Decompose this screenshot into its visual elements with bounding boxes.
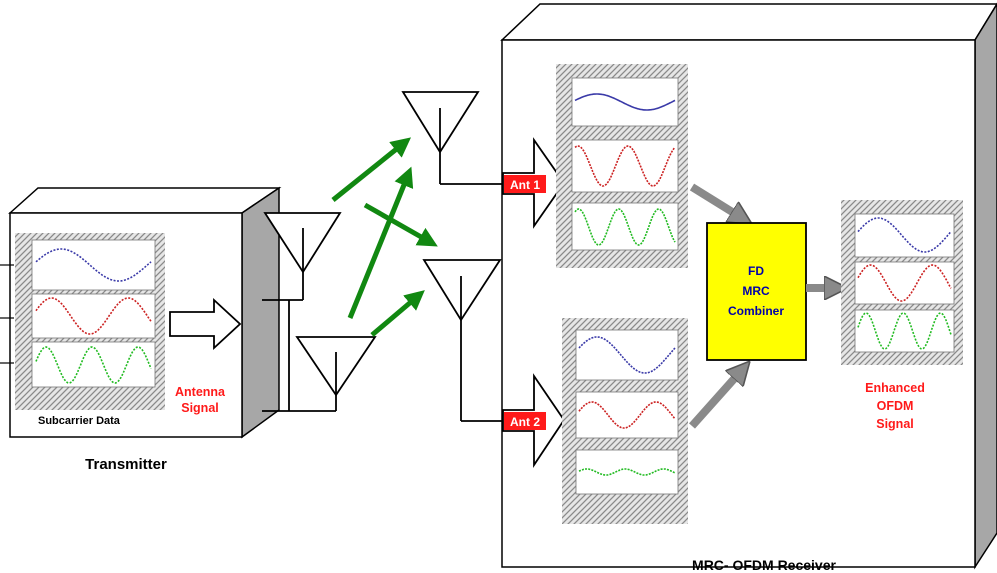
rx2-to-combiner-arrow — [689, 370, 742, 429]
rx-antenna-1 — [401, 91, 505, 185]
ant1-arrow: Ant 1 — [502, 137, 566, 229]
out-subcarrier-box-2 — [854, 261, 955, 305]
transmitter-top-face — [8, 187, 282, 214]
receiver-top-face — [500, 3, 997, 41]
transmitter-subcarrier-panel — [15, 233, 165, 410]
tx-antenna-2 — [262, 336, 377, 412]
rx1-wave-blue — [574, 93, 676, 111]
out-subcarrier-box-3 — [854, 309, 955, 353]
tx-data-arrow — [169, 297, 242, 351]
fd-mrc-combiner: FD MRC Combiner — [706, 222, 807, 361]
tx-subcarrier-box-1 — [31, 239, 156, 291]
enhanced-label-line2: OFDM — [877, 399, 914, 413]
tx-wave-red — [35, 297, 152, 335]
rx-antenna-2 — [422, 259, 505, 422]
antenna-signal-label-line2: Signal — [181, 401, 219, 415]
rx-ant1-subcarrier-panel — [556, 64, 688, 268]
rx1-subcarrier-box-1 — [571, 77, 679, 127]
enhanced-output-panel — [841, 200, 963, 365]
ant1-label-bg — [504, 175, 546, 193]
enhanced-label-line3: Signal — [876, 417, 914, 431]
combiner-label-line2: MRC — [742, 284, 770, 298]
path-arrow-tx1-rx2 — [363, 202, 438, 247]
antenna-signal-label-line1: Antenna — [175, 385, 226, 399]
ant2-label-bg — [504, 412, 546, 430]
out-wave-blue — [857, 217, 952, 253]
combiner-label-line1: FD — [748, 264, 764, 278]
subcarrier-data-label: Subcarrier Data — [38, 415, 121, 427]
path-arrow-tx1-rx1 — [331, 137, 412, 202]
tx-subcarrier-box-3 — [31, 341, 156, 388]
rx1-wave-green — [574, 208, 676, 246]
ant2-arrow: Ant 2 — [502, 373, 566, 468]
path-arrow-tx2-rx1 — [347, 166, 414, 319]
receiver-title: MRC- OFDM Receiver — [692, 557, 836, 573]
tx-wave-green — [35, 346, 152, 384]
rx-antenna-2-icon — [422, 259, 502, 322]
out-subcarrier-box-1 — [854, 213, 955, 258]
out-wave-red — [857, 264, 952, 302]
enhanced-label-line1: Enhanced — [865, 381, 925, 395]
ant2-label: Ant 2 — [510, 415, 540, 429]
tx-wave-blue — [35, 248, 152, 282]
combiner-box — [706, 222, 807, 361]
rx2-wave-red — [578, 401, 676, 429]
combiner-label-line3: Combiner — [728, 304, 784, 318]
rx2-subcarrier-box-3 — [575, 449, 679, 495]
tx-subcarrier-box-2 — [31, 293, 156, 339]
out-wave-green — [857, 312, 952, 350]
path-arrow-tx2-rx2 — [370, 290, 425, 337]
rx1-to-combiner-arrow — [689, 183, 742, 218]
rx2-subcarrier-box-2 — [575, 391, 679, 439]
propagation-arrows — [331, 137, 438, 337]
ant1-label: Ant 1 — [510, 178, 540, 192]
rx2-wave-green — [578, 468, 676, 476]
rx2-wave-blue — [578, 336, 676, 374]
rx1-wave-red — [574, 145, 676, 187]
transmitter-title: Transmitter — [85, 456, 167, 473]
rx-ant2-subcarrier-panel — [562, 318, 688, 524]
rx1-subcarrier-box-3 — [571, 202, 679, 251]
receiver-side-face — [974, 2, 997, 570]
